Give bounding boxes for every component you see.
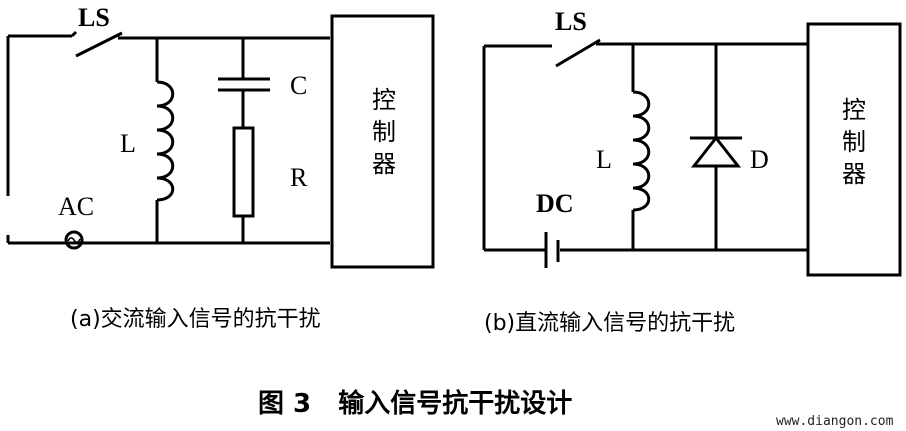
circuit-a-capacitor-plates — [218, 77, 270, 92]
circuit-a-caption: (a)交流输入信号的抗干扰 — [70, 307, 321, 332]
circuit-a-source-label: AC — [58, 192, 94, 221]
circuit-a-resistor — [232, 126, 255, 218]
figure-title: 图 3 输入信号抗干扰设计 — [258, 388, 572, 419]
circuit-b-caption: (b)直流输入信号的抗干扰 — [484, 311, 735, 336]
circuit-b-diode-icon — [690, 135, 742, 168]
circuit-b-controller-char-2: 制 — [842, 128, 866, 156]
circuit-a-inductor-label: L — [120, 129, 136, 158]
circuit-b-inductor-label: L — [596, 145, 612, 174]
circuit-b-controller-box — [806, 22, 902, 277]
circuit-a-inductor-coil — [156, 80, 175, 202]
circuit-b-switch — [555, 38, 601, 68]
circuit-a-controller-char-2: 制 — [372, 118, 396, 146]
circuit-b-source-label: DC — [536, 189, 574, 218]
circuit-a-controller-char-3: 器 — [372, 150, 396, 178]
circuit-b-battery-icon — [544, 232, 560, 268]
circuit-a-switch-label: LS — [78, 3, 110, 32]
circuit-a-ac-wave — [67, 237, 81, 243]
circuit-a: LS L C R AC 控 制 器 (a)交流输入信号的抗干扰 — [6, 3, 435, 332]
circuit-a-controller-char-1: 控 — [372, 86, 396, 114]
circuit-a-capacitor-label: C — [290, 71, 307, 100]
circuit-b-switch-label: LS — [555, 7, 587, 36]
watermark: www.diangon.com — [776, 414, 894, 429]
circuit-a-ac-source-icon — [64, 230, 84, 250]
circuit-b: LS L D DC 控 制 器 (b)直流输入信号的抗干扰 — [482, 7, 902, 336]
circuit-b-controller-char-3: 器 — [842, 160, 866, 188]
circuit-a-switch — [70, 30, 123, 58]
circuit-b-inductor-coil — [632, 90, 651, 212]
circuit-b-controller-char-1: 控 — [842, 96, 866, 124]
circuit-b-diode-label: D — [750, 145, 769, 174]
circuit-a-controller-box — [330, 14, 435, 269]
circuit-a-resistor-label: R — [290, 163, 308, 192]
